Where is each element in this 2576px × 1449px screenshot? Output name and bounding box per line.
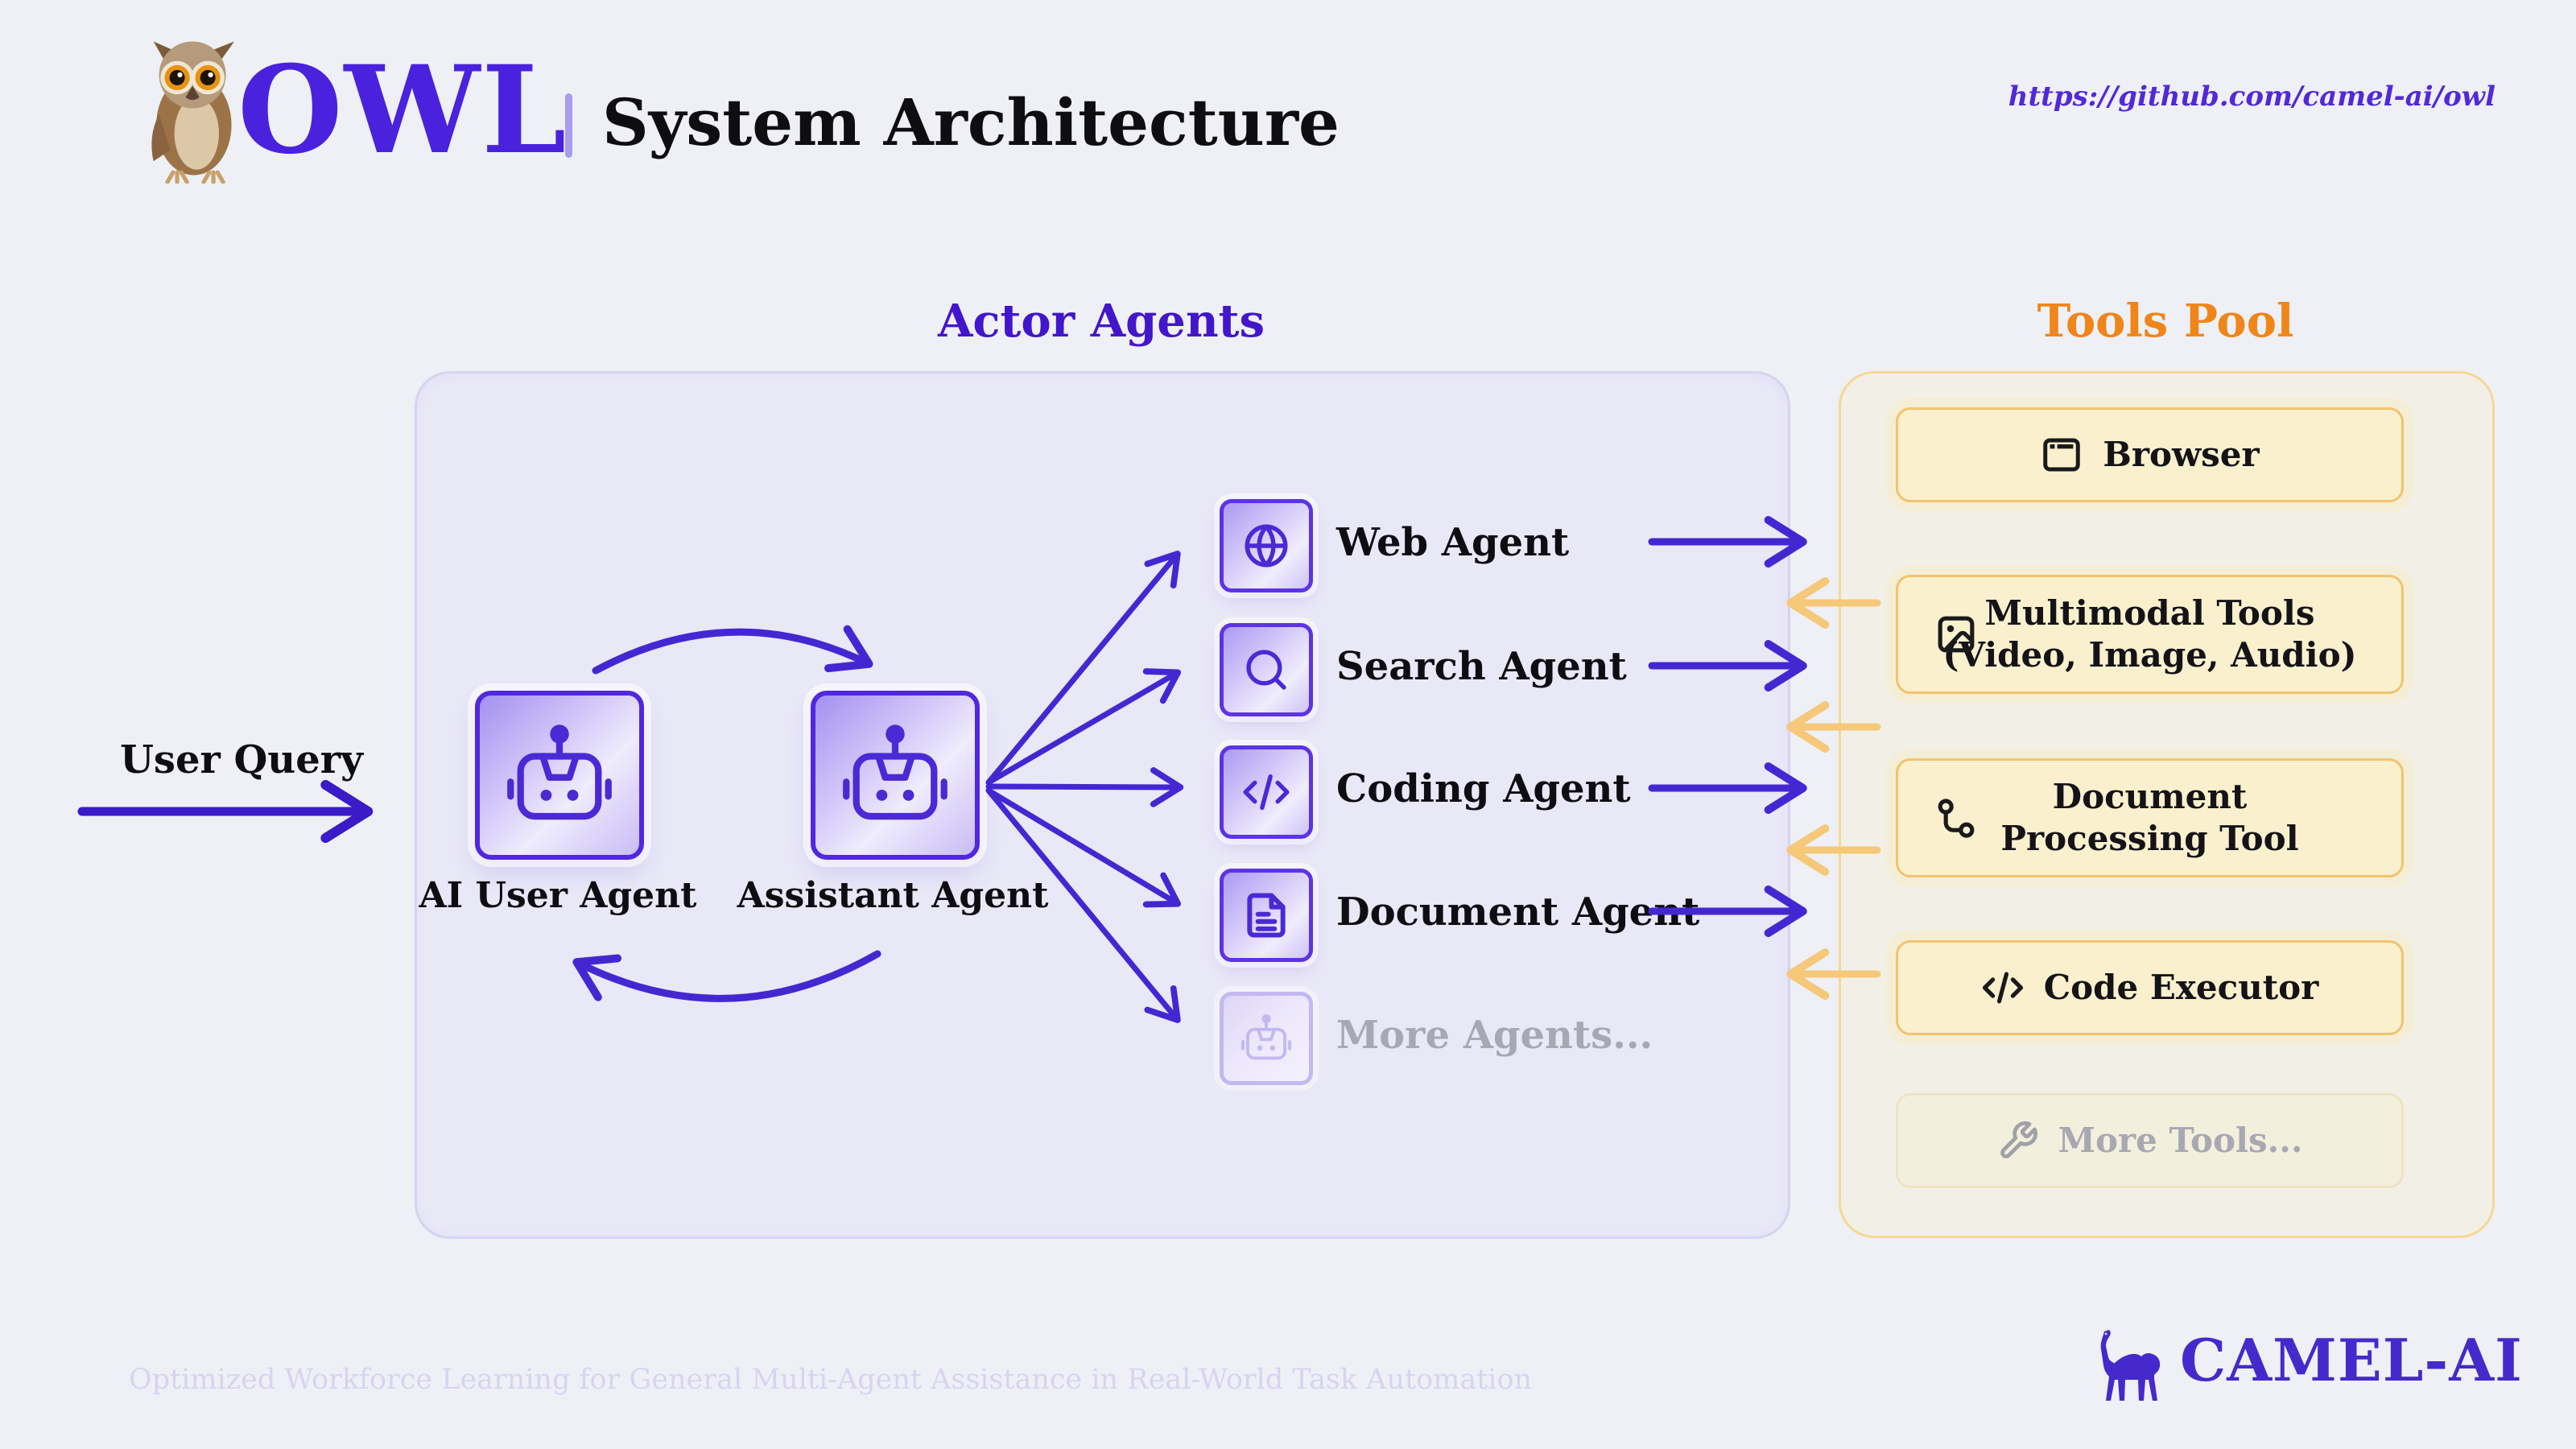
globe-icon bbox=[1241, 521, 1291, 571]
search-agent-tile bbox=[1220, 623, 1313, 716]
tool-label: Browser bbox=[2103, 435, 2260, 474]
coding-agent-label: Coding Agent bbox=[1336, 766, 1631, 811]
footer-tagline: Optimized Workforce Learning for General… bbox=[129, 1364, 1533, 1396]
user-query-label: User Query bbox=[120, 737, 363, 782]
header-divider bbox=[565, 93, 572, 158]
route-icon bbox=[1934, 795, 1979, 840]
image-icon bbox=[1934, 612, 1979, 657]
assistant-agent-label: Assistant Agent bbox=[737, 875, 1049, 916]
logo-wordmark: OWL bbox=[237, 39, 568, 181]
document-agent-label: Document Agent bbox=[1336, 890, 1700, 935]
code-icon bbox=[1241, 767, 1291, 817]
document-agent-tile bbox=[1220, 869, 1313, 962]
tool-card-multimodal: Multimodal Tools (Video, Image, Audio) bbox=[1896, 575, 2404, 694]
tool-label: Code Executor bbox=[2043, 968, 2319, 1007]
document-icon bbox=[1241, 890, 1291, 940]
wrench-icon bbox=[1997, 1120, 2039, 1162]
brand-name: CAMEL-AI bbox=[2180, 1326, 2523, 1394]
browser-window-icon bbox=[2040, 433, 2083, 477]
web-agent-tile bbox=[1220, 499, 1313, 592]
ai-user-agent-tile bbox=[475, 691, 644, 860]
coding-agent-tile bbox=[1220, 745, 1313, 839]
tool-card-more-tools: More Tools... bbox=[1896, 1093, 2404, 1188]
search-agent-label: Search Agent bbox=[1336, 644, 1627, 689]
robot-icon bbox=[840, 720, 951, 831]
github-repo-link[interactable]: https://github.com/camel-ai/owl bbox=[2008, 80, 2496, 113]
robot-icon bbox=[1240, 1012, 1293, 1065]
tools-pool-title: Tools Pool bbox=[2037, 295, 2294, 348]
web-agent-label: Web Agent bbox=[1336, 520, 1570, 565]
assistant-agent-tile bbox=[811, 691, 980, 860]
camel-icon bbox=[2090, 1330, 2170, 1404]
robot-icon bbox=[504, 720, 615, 831]
tool-card-document-processing: Document Processing Tool bbox=[1896, 758, 2404, 877]
tool-label: More Tools... bbox=[2058, 1121, 2303, 1160]
tool-card-browser: Browser bbox=[1896, 407, 2404, 502]
tool-label: Multimodal Tools (Video, Image, Audio) bbox=[1942, 593, 2357, 675]
tool-card-code-executor: Code Executor bbox=[1896, 940, 2404, 1035]
more-agents-label: More Agents... bbox=[1336, 1013, 1653, 1058]
search-icon bbox=[1241, 645, 1291, 695]
actor-agents-title: Actor Agents bbox=[937, 295, 1265, 348]
ai-user-agent-label: AI User Agent bbox=[419, 875, 697, 916]
tool-label: Document Processing Tool bbox=[2000, 777, 2299, 858]
owl-icon bbox=[130, 39, 271, 184]
page-title: System Architecture bbox=[602, 85, 1340, 160]
code-icon bbox=[1981, 966, 2025, 1009]
more-agents-tile bbox=[1220, 992, 1313, 1085]
